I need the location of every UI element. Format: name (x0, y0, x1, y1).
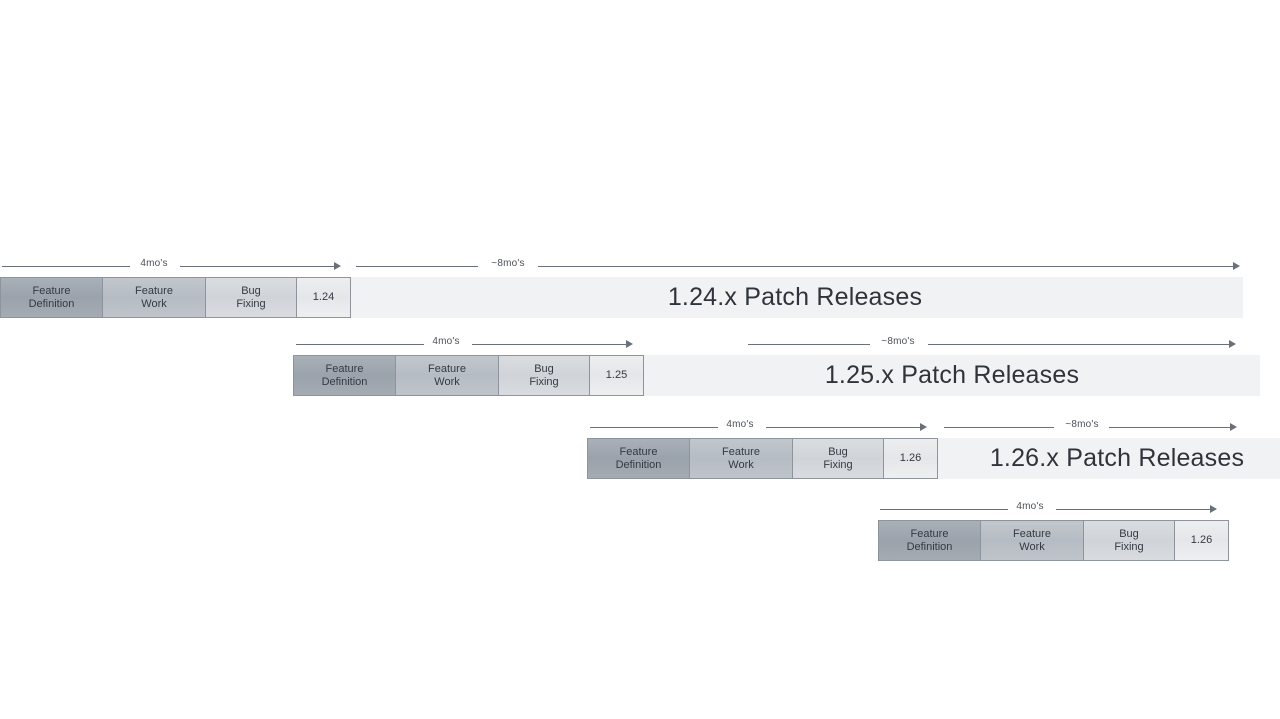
phase-label-line2: Work (1019, 540, 1045, 553)
phase-label-line1: Feature (325, 362, 364, 375)
phase-feature-work-3[interactable]: Feature Work (689, 438, 793, 479)
phase-version-tag-1[interactable]: 1.24 (296, 277, 351, 318)
phase-label-line2: Fixing (236, 297, 266, 310)
phase-label-line2: Fixing (1114, 540, 1144, 553)
patch-release-label-1: 1.24.x Patch Releases (667, 283, 923, 311)
phase-bug-fixing-3[interactable]: Bug Fixing (792, 438, 884, 479)
phase-label-line1: Bug (241, 284, 261, 297)
phase-track-3: Feature Definition Feature Work Bug Fixi… (587, 438, 938, 479)
patch-arrowhead-1 (1233, 262, 1240, 270)
phase-label-line2: Definition (28, 297, 75, 310)
dev-duration-label-1: 4mo's (140, 258, 168, 269)
phase-track-2: Feature Definition Feature Work Bug Fixi… (293, 355, 644, 396)
patch-duration-measure-2: ~8mo's (748, 336, 1240, 354)
phase-label-line2: Fixing (823, 458, 853, 471)
phase-label-line1: Feature (32, 284, 71, 297)
phase-feature-definition-1[interactable]: Feature Definition (0, 277, 103, 318)
phase-label-line1: Feature (722, 445, 760, 458)
phase-label-line2: Definition (615, 458, 662, 471)
version-label: 1.25 (605, 369, 628, 381)
dev-duration-measure-2: 4mo's (296, 336, 636, 354)
phase-bug-fixing-2[interactable]: Bug Fixing (498, 355, 590, 396)
release-row-2: 1.25.x Patch Releases 4mo's ~8mo's Featu… (0, 328, 1280, 398)
phase-feature-work-2[interactable]: Feature Work (395, 355, 499, 396)
phase-bug-fixing-4[interactable]: Bug Fixing (1083, 520, 1175, 561)
phase-feature-definition-4[interactable]: Feature Definition (878, 520, 981, 561)
phase-label-line2: Work (141, 297, 167, 310)
phase-label-line1: Feature (619, 445, 658, 458)
dev-arrowhead-4 (1210, 505, 1217, 513)
patch-duration-label-1: ~8mo's (491, 258, 525, 269)
patch-duration-measure-1: ~8mo's (356, 258, 1241, 276)
phase-label-line2: Definition (906, 540, 953, 553)
phase-track-1: Feature Definition Feature Work Bug Fixi… (0, 277, 351, 318)
phase-label-line1: Bug (828, 445, 848, 458)
patch-release-label-3: 1.26.x Patch Releases (989, 444, 1245, 472)
phase-feature-work-1[interactable]: Feature Work (102, 277, 206, 318)
phase-feature-work-4[interactable]: Feature Work (980, 520, 1084, 561)
phase-label-line2: Work (434, 375, 460, 388)
release-row-1: 1.24.x Patch Releases 4mo's ~8mo's Featu… (0, 250, 1280, 320)
release-row-4: 4mo's Feature Definition Feature Work Bu… (0, 493, 1280, 563)
phase-label-line1: Feature (1013, 527, 1051, 540)
patch-duration-label-3: ~8mo's (1065, 419, 1099, 430)
patch-duration-label-2: ~8mo's (881, 336, 915, 347)
dev-arrowhead-2 (626, 340, 633, 348)
version-label: 1.24 (312, 291, 335, 303)
phase-bug-fixing-1[interactable]: Bug Fixing (205, 277, 297, 318)
phase-label-line1: Feature (910, 527, 949, 540)
phase-version-tag-4[interactable]: 1.26 (1174, 520, 1229, 561)
phase-label-line1: Feature (428, 362, 466, 375)
phase-version-tag-3[interactable]: 1.26 (883, 438, 938, 479)
patch-arrowhead-2 (1229, 340, 1236, 348)
dev-duration-measure-4: 4mo's (880, 501, 1220, 519)
patch-arrowhead-3 (1230, 423, 1237, 431)
phase-label-line2: Fixing (529, 375, 559, 388)
dev-duration-label-4: 4mo's (1016, 501, 1044, 512)
dev-duration-measure-3: 4mo's (590, 419, 930, 437)
phase-feature-definition-3[interactable]: Feature Definition (587, 438, 690, 479)
patch-duration-measure-3: ~8mo's (944, 419, 1241, 437)
dev-arrowhead-1 (334, 262, 341, 270)
patch-release-label-2: 1.25.x Patch Releases (824, 361, 1080, 389)
version-label: 1.26 (899, 452, 922, 464)
dev-duration-label-3: 4mo's (726, 419, 754, 430)
phase-track-4: Feature Definition Feature Work Bug Fixi… (878, 520, 1229, 561)
phase-label-line2: Definition (321, 375, 368, 388)
phase-label-line1: Bug (534, 362, 554, 375)
phase-label-line2: Work (728, 458, 754, 471)
phase-version-tag-2[interactable]: 1.25 (589, 355, 644, 396)
version-label: 1.26 (1190, 534, 1213, 546)
dev-duration-measure-1: 4mo's (2, 258, 342, 276)
dev-arrowhead-3 (920, 423, 927, 431)
release-row-3: 1.26.x Patch Releases 4mo's ~8mo's Featu… (0, 411, 1280, 481)
phase-label-line1: Bug (1119, 527, 1139, 540)
dev-duration-label-2: 4mo's (432, 336, 460, 347)
phase-feature-definition-2[interactable]: Feature Definition (293, 355, 396, 396)
phase-label-line1: Feature (135, 284, 173, 297)
